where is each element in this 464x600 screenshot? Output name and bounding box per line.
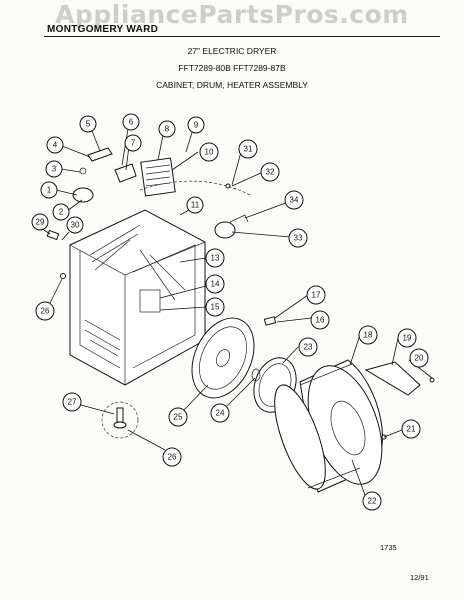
- svg-text:2: 2: [59, 208, 64, 217]
- brand-name: MONTGOMERY WARD: [47, 24, 159, 35]
- callout-2: 2: [52, 203, 70, 221]
- callout-24: 24: [210, 403, 230, 423]
- header-rule: [44, 22, 440, 37]
- callout-20: 20: [409, 348, 429, 368]
- revision-date: 12/91: [410, 573, 429, 582]
- cabinet-drawing: [69, 209, 206, 386]
- svg-text:13: 13: [211, 254, 220, 263]
- callout-23: 23: [298, 337, 318, 357]
- callout-32: 32: [260, 162, 280, 182]
- svg-text:4: 4: [53, 141, 58, 150]
- svg-text:11: 11: [191, 201, 200, 210]
- section-title: CABINET, DRUM, HEATER ASSEMBLY: [156, 80, 308, 90]
- callout-29: 29: [31, 213, 49, 231]
- svg-text:3: 3: [52, 165, 57, 174]
- small-parts-drawing: [46, 183, 435, 440]
- callout-30: 30: [66, 216, 84, 234]
- model-numbers: FFT7289-80B FFT7289-87B: [178, 63, 286, 73]
- callout-21: 21: [401, 419, 421, 439]
- diagram-title: 27" ELECTRIC DRYER: [187, 46, 277, 56]
- svg-text:14: 14: [211, 280, 220, 289]
- svg-text:26: 26: [168, 453, 177, 462]
- callout-22: 22: [362, 491, 382, 511]
- callout-4: 4: [46, 136, 64, 154]
- drum-drawing: [274, 359, 383, 493]
- callout-13: 13: [205, 248, 225, 268]
- baffle-drawing: [364, 361, 421, 396]
- svg-text:16: 16: [316, 316, 325, 325]
- svg-text:34: 34: [290, 196, 299, 205]
- diagram-code: 1735: [380, 543, 397, 552]
- svg-text:24: 24: [216, 409, 225, 418]
- svg-text:22: 22: [368, 497, 377, 506]
- svg-text:30: 30: [71, 221, 80, 230]
- callout-27: 27: [62, 392, 82, 412]
- svg-text:1: 1: [47, 186, 52, 195]
- callout-34: 34: [284, 190, 304, 210]
- callout-9: 9: [187, 116, 205, 134]
- callout-31: 31: [238, 139, 258, 159]
- svg-text:15: 15: [211, 303, 220, 312]
- callout-33: 33: [288, 228, 308, 248]
- callout-11: 11: [186, 196, 204, 214]
- assembly-path: [139, 180, 251, 196]
- callout-16: 16: [310, 310, 330, 330]
- watermark-logo: AppliancePartsPros.com: [55, 0, 409, 29]
- callout-bubbles: 1 2 3 4 5 6 7 8 9 10 11 13 14 15 16 17 1…: [31, 113, 429, 511]
- callout-26-top: 26: [35, 301, 55, 321]
- svg-text:23: 23: [304, 343, 313, 352]
- callout-25: 25: [168, 407, 188, 427]
- svg-text:32: 32: [266, 168, 275, 177]
- callout-1: 1: [40, 181, 58, 199]
- svg-text:7: 7: [131, 139, 136, 148]
- leader-lines: [40, 122, 433, 496]
- heater-bracket-drawing: [214, 214, 249, 239]
- callout-5: 5: [79, 115, 97, 133]
- svg-text:19: 19: [403, 334, 412, 343]
- callout-10: 10: [199, 142, 219, 162]
- callout-19: 19: [397, 328, 417, 348]
- svg-text:8: 8: [165, 125, 170, 134]
- leveling-leg-drawing: [101, 401, 139, 439]
- callout-17: 17: [306, 285, 326, 305]
- svg-text:21: 21: [407, 425, 416, 434]
- callout-14: 14: [205, 274, 225, 294]
- callout-3: 3: [45, 160, 63, 178]
- svg-text:17: 17: [312, 291, 321, 300]
- svg-text:26: 26: [41, 307, 50, 316]
- bulkhead-drawing: [191, 317, 255, 399]
- callout-18: 18: [358, 325, 378, 345]
- lint-screen-drawing: [140, 157, 176, 197]
- svg-text:10: 10: [205, 148, 214, 157]
- svg-text:33: 33: [294, 234, 303, 243]
- svg-text:6: 6: [129, 118, 134, 127]
- callout-15: 15: [205, 297, 225, 317]
- svg-text:9: 9: [194, 121, 199, 130]
- callout-8: 8: [158, 120, 176, 138]
- callout-26-bottom: 26: [162, 447, 182, 467]
- svg-text:29: 29: [36, 218, 45, 227]
- callout-7: 7: [124, 134, 142, 152]
- svg-text:25: 25: [174, 413, 183, 422]
- switch-parts-drawing: [72, 147, 137, 203]
- svg-text:31: 31: [244, 145, 253, 154]
- svg-text:5: 5: [86, 120, 91, 129]
- svg-text:20: 20: [415, 354, 424, 363]
- callout-6: 6: [122, 113, 140, 131]
- svg-text:18: 18: [364, 331, 373, 340]
- svg-text:27: 27: [68, 398, 77, 407]
